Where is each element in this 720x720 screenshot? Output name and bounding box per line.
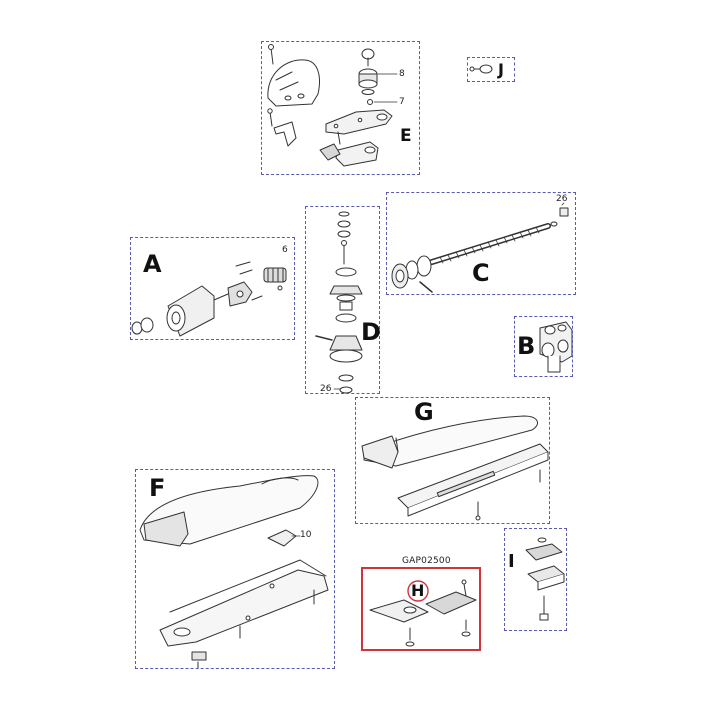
part-group-i-drawing	[526, 538, 564, 620]
callout-26-c: 26	[556, 194, 568, 204]
callout-26-d: 26	[320, 384, 332, 394]
label-j: J	[498, 60, 504, 79]
label-h: H	[411, 581, 425, 600]
label-d: D	[361, 318, 381, 346]
label-e: E	[400, 126, 412, 146]
callout-6: 6	[282, 245, 288, 255]
part-group-h-drawing	[370, 580, 476, 646]
part-group-e-drawing	[268, 45, 397, 167]
part-group-g-drawing	[362, 416, 548, 520]
group-g-box	[355, 397, 550, 524]
kit-code-gap02500: GAP02500	[402, 556, 451, 566]
part-group-j-drawing	[470, 65, 492, 73]
label-i: I	[508, 551, 515, 572]
label-f: F	[149, 474, 166, 502]
part-group-c-drawing	[392, 203, 568, 292]
group-b-box	[514, 316, 573, 377]
part-group-d-drawing	[316, 212, 362, 393]
label-b: B	[517, 332, 536, 360]
label-c: C	[472, 259, 490, 287]
group-h-box	[361, 567, 481, 651]
part-group-f-drawing	[140, 476, 328, 668]
h-highlight-circle	[408, 581, 428, 601]
group-e-box	[261, 41, 420, 175]
label-a: A	[143, 250, 162, 278]
group-c-box	[386, 192, 576, 295]
group-j-box	[467, 57, 515, 82]
callout-10: 10	[300, 530, 312, 540]
group-i-box	[504, 528, 567, 631]
callout-8: 8	[399, 69, 405, 79]
group-a-box	[130, 237, 295, 340]
group-d-box	[305, 206, 380, 394]
label-g: G	[414, 398, 434, 426]
callout-7: 7	[399, 97, 405, 107]
part-group-b-drawing	[540, 322, 572, 372]
group-f-box	[135, 469, 335, 669]
part-group-a-drawing	[132, 262, 286, 336]
